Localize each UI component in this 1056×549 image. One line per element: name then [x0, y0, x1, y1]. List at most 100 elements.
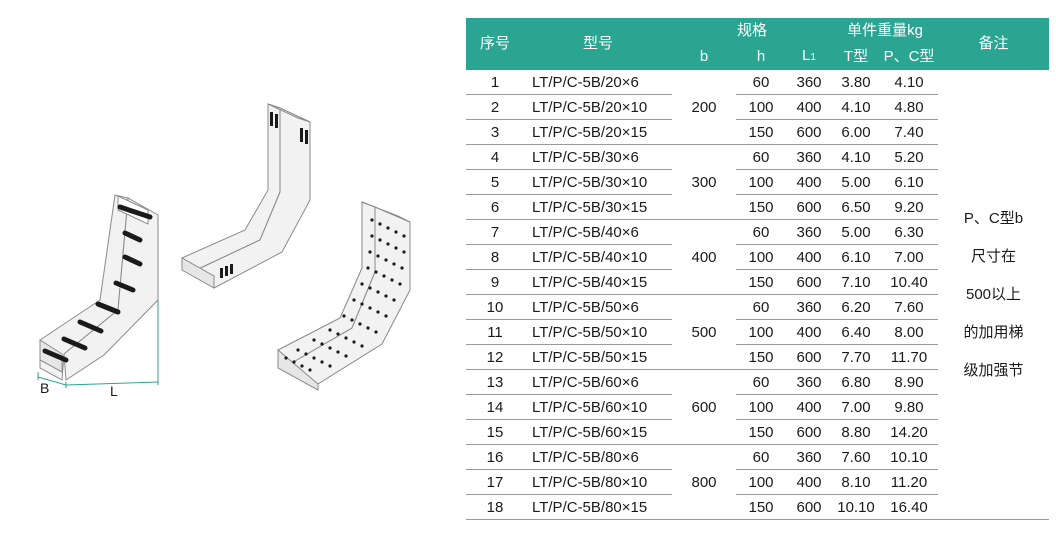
row-weight-pc: 16.40 — [880, 494, 939, 520]
row-l1: 400 — [786, 469, 833, 495]
row-l1: 400 — [786, 319, 833, 345]
row-model: LT/P/C-5B/20×6 — [524, 70, 672, 95]
row-weight-t: 5.00 — [832, 169, 881, 195]
row-weight-pc: 7.60 — [880, 294, 939, 320]
row-h: 100 — [736, 169, 786, 195]
perforated-elbow-drawing — [277, 201, 411, 391]
row-h: 60 — [736, 294, 786, 320]
row-model: LT/P/C-5B/60×6 — [524, 369, 672, 395]
row-weight-t: 6.20 — [832, 294, 881, 320]
row-h: 100 — [736, 394, 786, 420]
header-spec: 规格 — [672, 18, 833, 44]
row-weight-t: 6.10 — [832, 244, 881, 270]
row-l1: 600 — [786, 269, 833, 295]
header-h: h — [736, 44, 786, 70]
row-b-value: 500 — [672, 294, 736, 370]
row-model: LT/P/C-5B/40×10 — [524, 244, 672, 270]
row-weight-t: 6.80 — [832, 369, 881, 395]
row-weight-pc: 8.00 — [880, 319, 939, 345]
row-number: 18 — [466, 494, 524, 520]
row-l1: 400 — [786, 244, 833, 270]
row-weight-t: 6.50 — [832, 194, 881, 220]
dimension-lines — [37, 300, 159, 388]
row-h: 100 — [736, 469, 786, 495]
row-number: 9 — [466, 269, 524, 295]
row-b-value: 400 — [672, 219, 736, 295]
row-h: 100 — [736, 319, 786, 345]
row-h: 100 — [736, 244, 786, 270]
row-weight-t: 8.10 — [832, 469, 881, 495]
header-no: 序号 — [466, 18, 524, 70]
row-model: LT/P/C-5B/20×10 — [524, 94, 672, 120]
row-b-value: 200 — [672, 70, 736, 145]
header-weight: 单件重量kg — [832, 18, 939, 44]
row-number: 14 — [466, 394, 524, 420]
row-number: 1 — [466, 70, 524, 95]
header-l1: L1 — [786, 44, 833, 70]
row-weight-t: 8.80 — [832, 419, 881, 445]
row-weight-t: 5.00 — [832, 219, 881, 245]
row-weight-pc: 5.20 — [880, 144, 939, 170]
row-model: LT/P/C-5B/80×10 — [524, 469, 672, 495]
row-l1: 400 — [786, 394, 833, 420]
row-weight-t: 6.00 — [832, 119, 881, 145]
row-l1: 360 — [786, 70, 833, 95]
row-model: LT/P/C-5B/80×6 — [524, 444, 672, 470]
row-number: 17 — [466, 469, 524, 495]
header-l1-sub: 1 — [810, 52, 816, 63]
row-h: 60 — [736, 444, 786, 470]
trough-slots — [220, 112, 308, 278]
row-model: LT/P/C-5B/40×15 — [524, 269, 672, 295]
row-model: LT/P/C-5B/30×10 — [524, 169, 672, 195]
row-number: 7 — [466, 219, 524, 245]
row-model: LT/P/C-5B/80×15 — [524, 494, 672, 520]
row-h: 150 — [736, 344, 786, 370]
row-b-value: 800 — [672, 444, 736, 520]
header-remark: 备注 — [938, 18, 1050, 70]
row-number: 13 — [466, 369, 524, 395]
remark-line: 的加用梯 — [963, 323, 1024, 341]
header-t-type: T型 — [832, 44, 881, 70]
row-l1: 360 — [786, 444, 833, 470]
row-weight-pc: 11.70 — [880, 344, 939, 370]
row-weight-pc: 4.10 — [880, 70, 939, 95]
row-number: 10 — [466, 294, 524, 320]
row-number: 4 — [466, 144, 524, 170]
row-l1: 400 — [786, 169, 833, 195]
ladder-rungs — [42, 204, 153, 363]
remark-line: 级加强节 — [963, 361, 1024, 379]
row-l1: 600 — [786, 344, 833, 370]
header-l1-main: L — [802, 47, 811, 64]
row-l1: 600 — [786, 119, 833, 145]
row-h: 150 — [736, 119, 786, 145]
row-number: 12 — [466, 344, 524, 370]
row-l1: 360 — [786, 144, 833, 170]
row-l1: 360 — [786, 369, 833, 395]
row-weight-t: 4.10 — [832, 94, 881, 120]
row-number: 3 — [466, 119, 524, 145]
row-weight-t: 7.10 — [832, 269, 881, 295]
row-number: 15 — [466, 419, 524, 445]
row-model: LT/P/C-5B/20×15 — [524, 119, 672, 145]
row-weight-t: 3.80 — [832, 70, 881, 95]
row-h: 100 — [736, 94, 786, 120]
row-weight-pc: 10.40 — [880, 269, 939, 295]
ladder-elbow-drawing — [39, 194, 159, 381]
row-l1: 360 — [786, 294, 833, 320]
